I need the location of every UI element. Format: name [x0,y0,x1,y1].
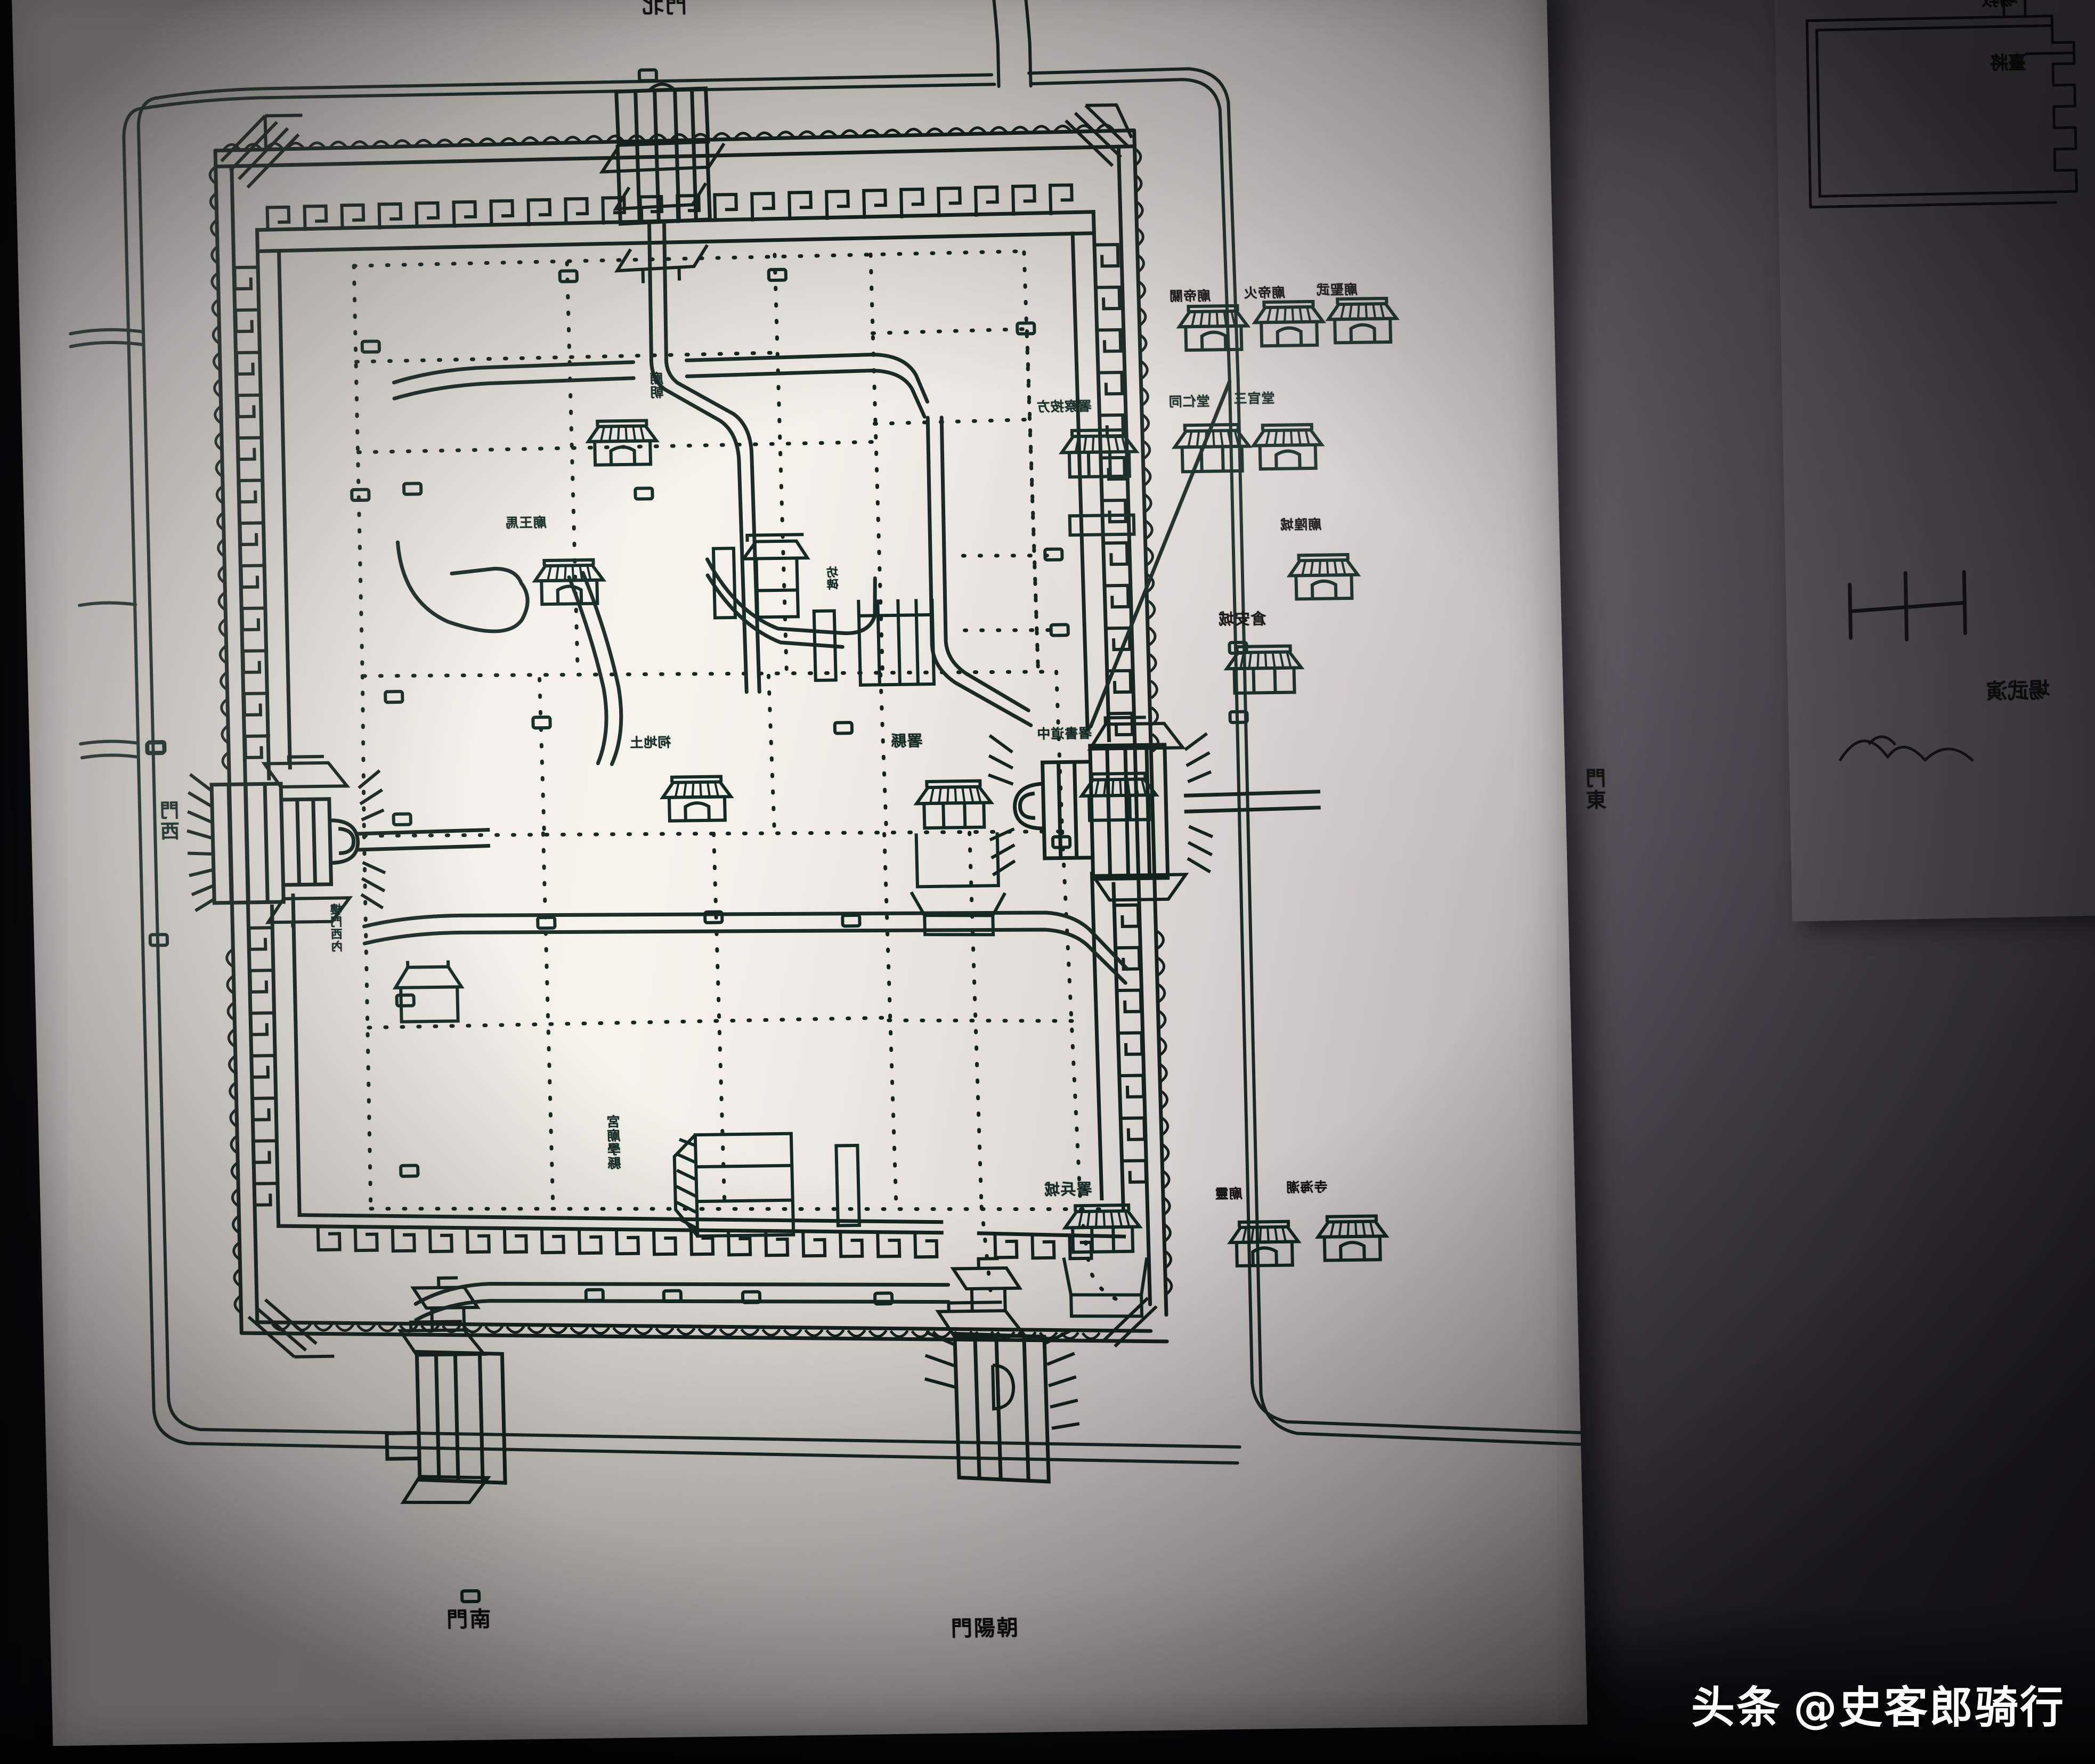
side-label-top-2: 臺將 [1990,52,2027,75]
secondary-exhibit-panel: 場教 臺將 場武演 [1774,0,2095,922]
drill-ground-label: 場武演 [1986,678,2050,704]
chaoyang-gate-label: 門陽朝 [951,1615,1020,1641]
garrison-office-label: 署兵城 [1044,1180,1092,1199]
academy-office-label: 署書道中 [1036,725,1092,742]
temple-chaohai-label: 寺海潮 [1286,1179,1328,1196]
granary-chengan-label: 倉安城 [1217,609,1266,629]
temple-chenghuang-label: 廟隍城 [1279,516,1322,533]
city-plan-drawing [12,0,1587,1746]
temple-upper-2-label: 廟帝火 [1243,284,1286,301]
watermark: 头条@史客郎骑行 [1691,1672,2065,1735]
county-office-label: 署縣 [890,731,923,751]
main-exhibit-panel: 門北 門西 門東 門南 門陽朝 樓門西內 廟帝關 廟帝火 廟聖武 署察按方 堂仁… [12,0,1610,1746]
temple-upper-3-label: 廟聖武 [1316,281,1358,298]
temple-mawang-label: 廟王馬 [505,515,547,531]
north-gate-label: 門北 [640,0,687,19]
watermark-platform: 头条 [1691,1682,1782,1733]
inner-west-gate-tower-label: 樓門西內 [330,903,345,953]
watermark-handle: @史客郎骑行 [1793,1682,2065,1733]
archway-bi-label: 坊碑 [826,566,841,591]
east-gate-label: 門東 [1586,767,1610,811]
hall-tongren-label: 堂仁同 [1168,393,1211,410]
office-inspector-label: 署察按方 [1036,398,1092,415]
shrine-tudi-label: 祠地土 [629,734,671,751]
hall-sanguan-label: 堂官三 [1233,390,1275,407]
secondary-panel-drawing [1774,0,2095,922]
temple-upper-1-label: 廟帝關 [1168,288,1211,304]
temple-ling-label: 廟靈 [1214,1185,1243,1202]
west-gate-label: 門西 [160,800,183,842]
temple-chao-label: 廟朝 [649,371,666,400]
confucian-school-label: 宮廟學縣 [606,1115,623,1170]
south-gate-label: 門南 [446,1607,493,1632]
side-label-top: 場教 [1981,0,2018,11]
